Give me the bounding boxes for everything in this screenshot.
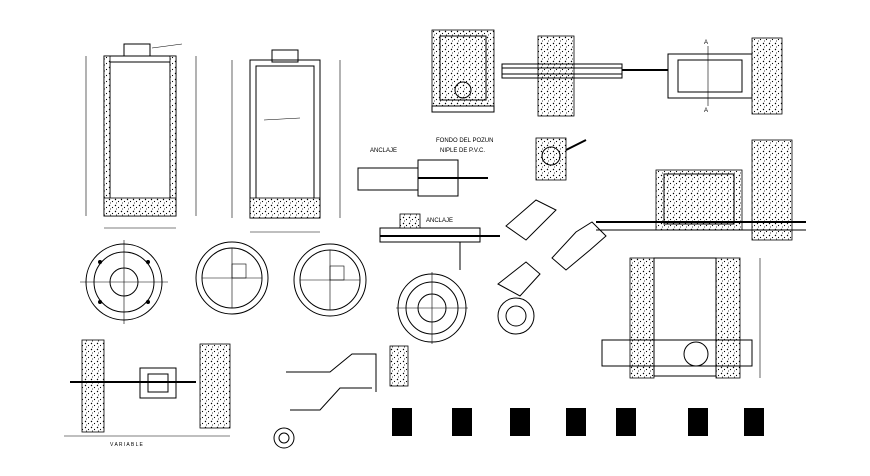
catch-basin-section bbox=[431, 29, 495, 113]
pipe-profile-detail bbox=[273, 345, 409, 449]
niple-pvc-label: NIPLE DE P.V.C. bbox=[440, 148, 485, 154]
manhole-elevation bbox=[596, 139, 806, 241]
plan-circle-1 bbox=[80, 240, 168, 324]
valve-assembly-detail: V A R I A B L E bbox=[64, 339, 231, 448]
anchor-detail-2: ANCLAJE bbox=[379, 213, 500, 270]
anchor-detail-1: ANCLAJE FONDO DEL POZUN NIPLE DE P.V.C. bbox=[357, 138, 493, 197]
elbow-fitting bbox=[497, 199, 607, 335]
tank-elevation-right bbox=[231, 49, 341, 233]
pipe-section-detail bbox=[535, 137, 587, 181]
riser-elevation bbox=[601, 257, 761, 379]
tank-elevation-left bbox=[85, 43, 197, 229]
plan-circle-2 bbox=[195, 241, 269, 315]
section-a-label: A bbox=[704, 40, 708, 46]
anclaje-label-2: ANCLAJE bbox=[426, 218, 453, 224]
pipe-crossing-detail: A A bbox=[501, 35, 783, 117]
variable-label: V A R I A B L E bbox=[110, 442, 144, 448]
plan-circle-3 bbox=[293, 243, 367, 317]
plan-circle-4 bbox=[396, 272, 468, 344]
fondo-pozo-label: FONDO DEL POZUN bbox=[436, 138, 493, 144]
legend-blocks bbox=[392, 408, 764, 436]
section-a2-label: A bbox=[704, 108, 708, 114]
anclaje-label-1: ANCLAJE bbox=[370, 148, 397, 154]
